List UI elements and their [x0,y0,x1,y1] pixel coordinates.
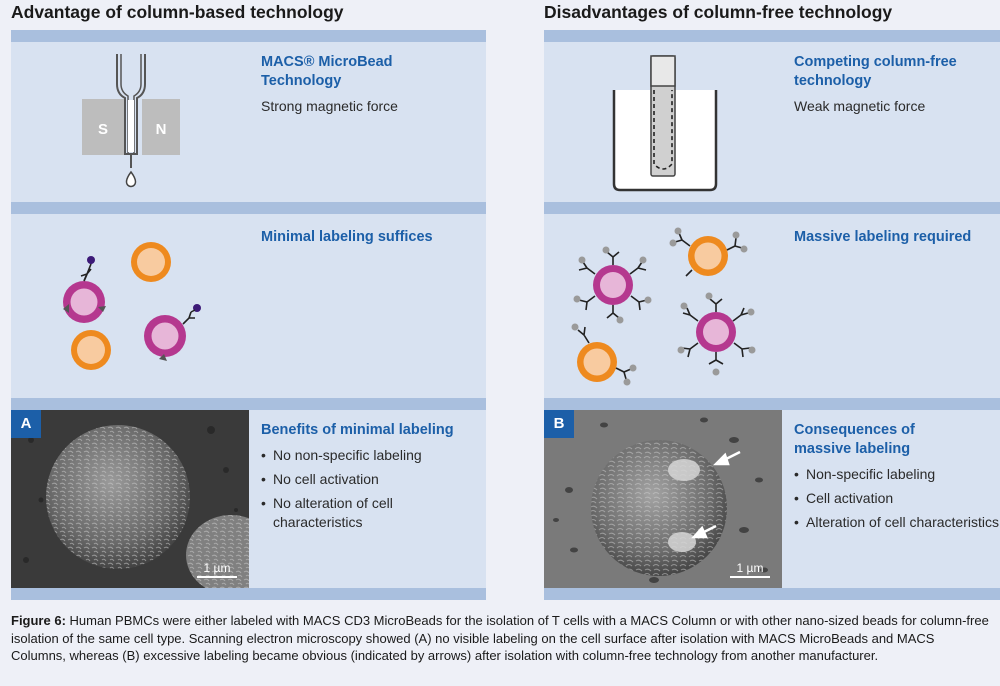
list-item: No cell activation [261,470,473,489]
scale-bar: 1 µm [730,561,770,578]
sem-micrograph-b: B 1 µm [544,410,782,588]
benefits-title: Benefits of minimal labeling [261,422,454,438]
droplet-icon [125,170,137,188]
massive-labeling-illustration [571,227,756,386]
column-matrix [128,100,134,152]
list-item: Cell activation [794,489,1000,508]
divider-bar [11,202,486,214]
sem-micrograph-a: A 1 µm [11,410,249,588]
divider-bar [544,588,1000,600]
bead-cluster [668,459,700,481]
microbead [87,256,95,264]
weak-magnetic-force-text: Weak magnetic force [794,98,926,114]
column-inner [120,54,142,154]
tube-magnet-illustration [612,55,718,192]
divider-bar [11,588,486,600]
magnet-sleeve [653,90,673,170]
column-based-section: Advantage of column-based technology S N… [11,0,486,605]
minimal-labeling-panel: Minimal labeling suffices [11,214,486,398]
benefits-list: No non-specific labeling No cell activat… [261,446,473,537]
non-target-cell-labeled [571,323,637,386]
magnet-n-block [142,99,180,155]
panel-b-badge: B [544,410,574,438]
divider-bar [11,30,486,42]
scale-bar: 1 µm [197,561,237,578]
consequences-list: Non-specific labeling Cell activation Al… [794,465,1000,537]
magnet-s-label: S [98,121,108,138]
strong-magnetic-force-text: Strong magnetic force [261,98,398,114]
t-cell-labeled [144,304,201,361]
divider-bar [544,30,1000,42]
caption-text: Human PBMCs were either labeled with MAC… [11,613,989,663]
benefits-panel: A 1 µm Benefits of minimal labeling No n… [11,410,486,588]
list-item: Non-specific labeling [794,465,1000,484]
figure-caption: Figure 6: Human PBMCs were either labele… [11,612,991,665]
magnet-s-block [82,99,124,155]
divider-bar [544,202,1000,214]
list-item: Alteration of cell characteristics [794,513,1000,532]
non-target-cell [71,330,111,370]
panel-a-badge: A [11,410,41,438]
massive-labeling-title: Massive labeling required [794,229,972,245]
list-item: No non-specific labeling [261,446,473,465]
arrow-icon [691,524,717,539]
left-column-title: Advantage of column-based technology [11,2,344,22]
minimal-labeling-illustration [63,242,201,370]
list-item: No alteration of cell characteristics [261,494,473,532]
t-cell-heavily-labeled [677,292,756,376]
divider-bar [544,398,1000,410]
minimal-labeling-title: Minimal labeling suffices [261,229,433,245]
divider-bar [11,398,486,410]
magnet-n-label: N [156,121,167,138]
caption-label: Figure 6: [11,613,66,628]
massive-labeling-panel: Massive labeling required [544,214,1000,398]
non-target-cell-labeled [669,227,748,277]
t-cell-labeled [63,256,106,323]
macs-column-magnet-illustration: S N [82,54,180,188]
column-free-section: Disadvantages of column-free technology … [544,0,1000,605]
non-target-cell [131,242,171,282]
right-column-title: Disadvantages of column-free technology [544,2,893,22]
bead-cluster [668,532,696,552]
t-cell-heavily-labeled [573,246,652,324]
arrow-icon [712,450,741,466]
